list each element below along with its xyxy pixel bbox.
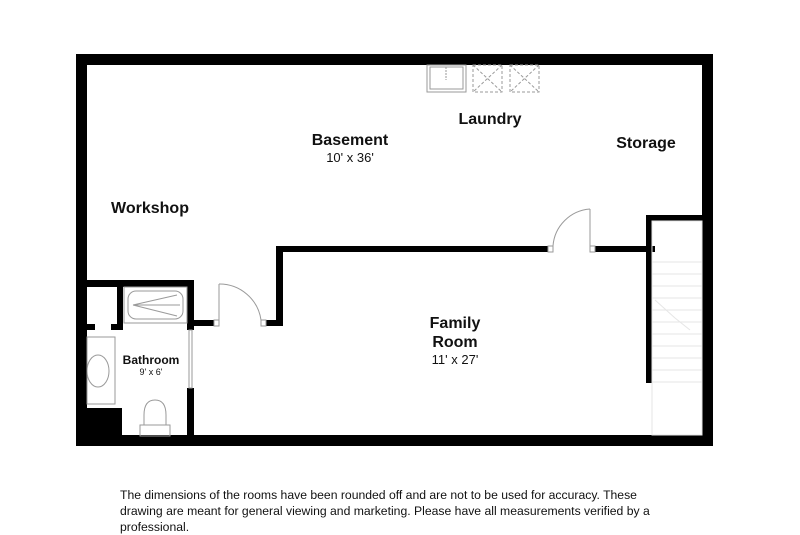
wall-stair-left xyxy=(646,215,652,383)
bathtub-icon xyxy=(123,286,188,324)
stairs-icon xyxy=(651,220,703,436)
dryer-icon xyxy=(509,64,540,93)
room-name-line2: Room xyxy=(432,334,478,351)
room-name: Storage xyxy=(616,135,676,152)
room-name: Workshop xyxy=(111,200,189,217)
room-name: Laundry xyxy=(458,111,522,128)
door-workshop-icon xyxy=(213,283,267,327)
bath-pocket-door-icon xyxy=(188,329,193,389)
room-dimensions: 9' x 6' xyxy=(139,367,163,377)
fixtures xyxy=(86,64,596,437)
disclaimer-text: The dimensions of the rooms have been ro… xyxy=(120,488,650,534)
vanity-sink-icon xyxy=(86,336,116,405)
room-basement: Basement 10' x 36' xyxy=(300,131,400,165)
wall-bath-top xyxy=(76,280,194,287)
wall-bath-stub xyxy=(187,320,214,326)
interior-walls xyxy=(76,215,704,438)
wall-stair-top xyxy=(646,215,704,221)
room-name-line1: Family xyxy=(429,315,481,332)
wall-door-stub xyxy=(266,320,283,326)
outer-walls xyxy=(76,54,713,446)
wall-closet-stub-b xyxy=(111,324,123,330)
wall-bath-right-lower xyxy=(187,388,194,438)
wall-top xyxy=(76,54,713,65)
wall-family-top-left xyxy=(276,246,548,252)
room-workshop: Workshop xyxy=(100,199,200,218)
room-laundry: Laundry xyxy=(440,110,540,129)
wall-bath-right-upper xyxy=(187,280,194,330)
wall-left xyxy=(76,54,87,446)
toilet-icon xyxy=(139,399,171,437)
wall-right xyxy=(702,54,713,446)
wall-family-left xyxy=(276,246,283,326)
room-storage: Storage xyxy=(596,134,696,153)
room-name: Basement xyxy=(311,132,389,149)
room-family-room: Family Room 11' x 27' xyxy=(405,314,505,367)
washer-icon xyxy=(472,64,503,93)
door-storage-icon xyxy=(547,208,596,253)
wall-closet-divider xyxy=(117,280,123,330)
wall-closet-stub-a xyxy=(87,324,95,330)
wall-bath-corner xyxy=(76,408,122,438)
room-dimensions: 10' x 36' xyxy=(326,150,374,165)
room-dimensions: 11' x 27' xyxy=(431,352,479,367)
laundry-sink-icon xyxy=(426,64,467,93)
wall-family-top-right xyxy=(595,246,655,252)
room-name: Bathroom xyxy=(122,353,180,367)
wall-bottom xyxy=(76,435,713,446)
room-bathroom: Bathroom 9' x 6' xyxy=(116,353,186,378)
